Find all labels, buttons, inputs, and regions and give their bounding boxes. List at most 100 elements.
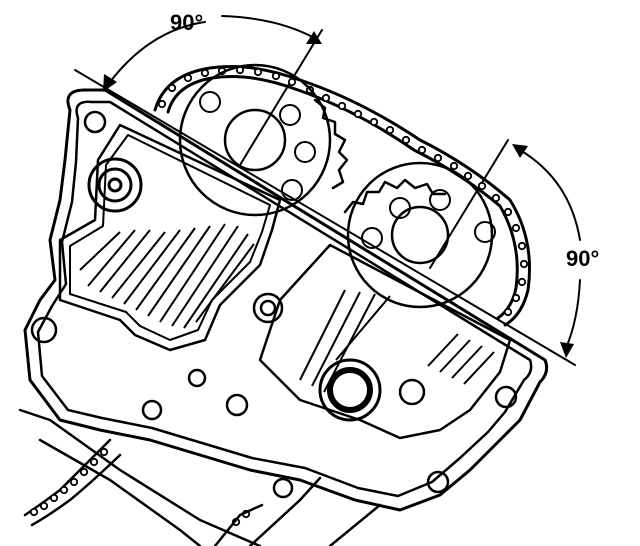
bolt-hole [30, 316, 58, 344]
chain-link-pin [99, 447, 109, 457]
timing-chain-inner [166, 75, 519, 320]
lower-chain-right [213, 503, 264, 546]
right-sprocket-hub [390, 205, 450, 265]
right-sprocket-rim [346, 161, 494, 309]
chain-link-pin [369, 117, 379, 127]
right-sprocket-hole [389, 197, 411, 219]
chain-link-pin [29, 507, 39, 517]
right-pocket-hatching [299, 289, 495, 393]
right-sprocket-hole [429, 189, 451, 211]
left-sprocket-hole [199, 91, 221, 113]
left-sprocket-teeth [313, 98, 349, 190]
lower-casting-rib [328, 503, 382, 546]
chain-link-pin [503, 307, 513, 317]
chain-link-pin [491, 193, 501, 203]
bolt-hole [272, 477, 294, 499]
right-cover-pocket [258, 243, 512, 440]
lower-chain-guide-inner [30, 453, 122, 527]
bolt-hole [83, 110, 107, 134]
chain-link-pin [167, 83, 177, 93]
chain-link-pin [417, 145, 427, 155]
chain-link-pin [463, 171, 473, 181]
angle-annotation-left: 90° [74, 10, 576, 366]
chain-link-pin [337, 101, 347, 111]
left-cover-pocket-inner [69, 134, 271, 341]
chain-link-pin [271, 71, 281, 81]
chain-pins [157, 65, 529, 317]
right-sprocket-hole [474, 221, 496, 243]
head-outline [23, 88, 549, 512]
chain-link-pin [183, 73, 193, 83]
chain-link-pin [401, 135, 411, 145]
chain-link-pin [511, 223, 521, 233]
chain-link-pin [157, 99, 167, 109]
bolt-hole [225, 393, 249, 417]
chain-link-pin [433, 153, 443, 163]
bolt-boss-left-inner [97, 167, 133, 203]
bolt-boss-left [87, 157, 143, 213]
bolt-hole [398, 378, 426, 406]
lower-block-edge [18, 408, 262, 546]
chain-link-pin [59, 485, 69, 495]
lower-casting-rib [248, 476, 322, 546]
spark-plug-boss [318, 358, 382, 422]
chain-link-pin [253, 67, 263, 77]
left-vertical-reference-line [239, 29, 323, 166]
head-inner-outline [36, 100, 533, 498]
bolt-hole-left [107, 177, 123, 193]
left-angle-arc-upper [221, 15, 319, 41]
bolt-hole [187, 368, 207, 388]
chain-link-pin [517, 277, 527, 287]
bolt-hole [252, 292, 284, 324]
timing-chain-outer [153, 65, 532, 327]
chain-link-pin [511, 293, 521, 303]
right-angle-arc-lower [565, 279, 581, 349]
head-surface-reference-line [74, 69, 576, 366]
right-angle-arc-upper [519, 149, 581, 241]
chain-link-pin [89, 457, 99, 467]
chain-link-pin [200, 68, 210, 78]
bolt-hole [426, 470, 450, 494]
right-arrowhead-upper [512, 144, 528, 158]
left-sprocket-hole [279, 104, 301, 126]
right-sprocket-teeth [343, 178, 447, 214]
left-angle-arc-lower [109, 21, 206, 83]
left-cover-pocket [58, 123, 282, 352]
timing-chain-assembly [153, 63, 532, 327]
lower-block-edge-inner [38, 438, 202, 546]
bolt-hole [494, 385, 518, 409]
chain-link-pin [287, 77, 297, 87]
left-sprocket-hub [223, 108, 287, 172]
lower-block [18, 408, 382, 546]
chain-link-pin [69, 477, 79, 487]
angle-annotation-right: 90° [429, 139, 599, 358]
right-arrowhead-lower [560, 342, 574, 358]
left-sprocket-hole [281, 179, 303, 201]
chain-link-pin [79, 467, 89, 477]
right-camshaft-sprocket [343, 161, 496, 309]
bolt-hole-inner [259, 299, 277, 317]
chain-link-pin [353, 109, 363, 119]
chain-link-pin [517, 241, 527, 251]
chain-link-pin [49, 493, 59, 503]
chain-link-pin [385, 125, 395, 135]
left-arrowhead-lower [103, 74, 117, 92]
left-arrowhead-upper [306, 31, 322, 44]
left-camshaft-sprocket [178, 63, 349, 217]
chain-link-pin [39, 501, 49, 511]
chain-link-pin [321, 93, 331, 103]
chain-link-pin [503, 207, 513, 217]
left-sprocket-hole [294, 141, 316, 163]
spark-plug-seat [327, 367, 373, 413]
chain-link-pin [449, 161, 459, 171]
left-angle-label: 90° [170, 10, 203, 35]
bolt-hole [141, 399, 163, 421]
cylinder-head-casting [23, 88, 549, 512]
right-vertical-reference-line [429, 139, 509, 269]
left-pocket-hatching [79, 223, 255, 329]
chain-link-pin [477, 181, 487, 191]
chain-link-pin [519, 259, 529, 269]
left-sprocket-rim [178, 63, 332, 217]
right-angle-label: 90° [566, 246, 599, 271]
